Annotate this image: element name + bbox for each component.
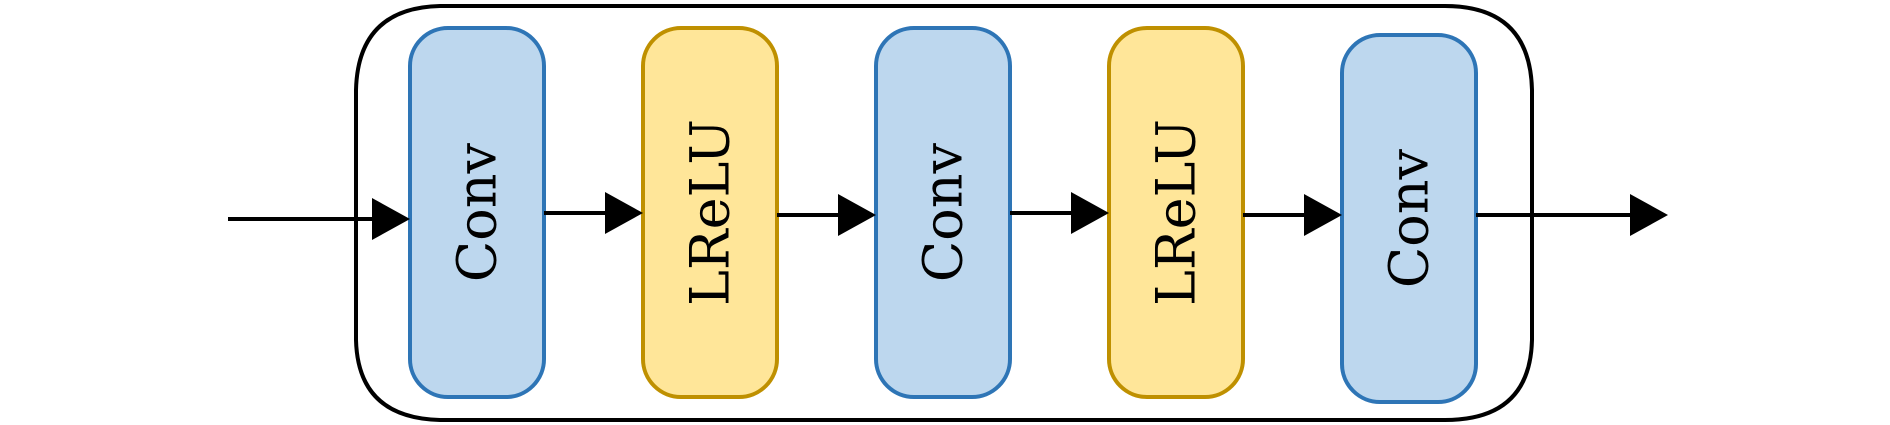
block-box xyxy=(1107,26,1245,399)
arrowhead-icon xyxy=(372,198,410,240)
block-label: Conv xyxy=(912,142,975,282)
block-box xyxy=(1340,33,1478,404)
output-arrow xyxy=(1476,194,1668,236)
block-label: LReLU xyxy=(1145,119,1208,306)
arrow-4-to-5 xyxy=(1243,194,1342,236)
arrowhead-icon xyxy=(1304,194,1342,236)
arrow-1-to-2 xyxy=(544,192,643,234)
block-lrelu-4: LReLU xyxy=(1107,26,1245,399)
input-arrow xyxy=(228,198,410,240)
arrowhead-icon xyxy=(1071,192,1109,234)
block-lrelu-2: LReLU xyxy=(641,26,779,399)
arrowhead-icon xyxy=(605,192,643,234)
arrow-2-to-3 xyxy=(777,194,876,236)
block-label: LReLU xyxy=(679,119,742,306)
block-label: Conv xyxy=(446,142,509,282)
container-frame xyxy=(354,3,1534,422)
block-box xyxy=(641,26,779,399)
block-conv-3: Conv xyxy=(874,26,1012,399)
arrowhead-icon xyxy=(1630,194,1668,236)
arrowhead-icon xyxy=(838,194,876,236)
block-label: Conv xyxy=(1378,148,1441,288)
block-conv-1: Conv xyxy=(408,26,546,399)
arrow-3-to-4 xyxy=(1010,192,1109,234)
block-conv-5: Conv xyxy=(1340,33,1478,404)
